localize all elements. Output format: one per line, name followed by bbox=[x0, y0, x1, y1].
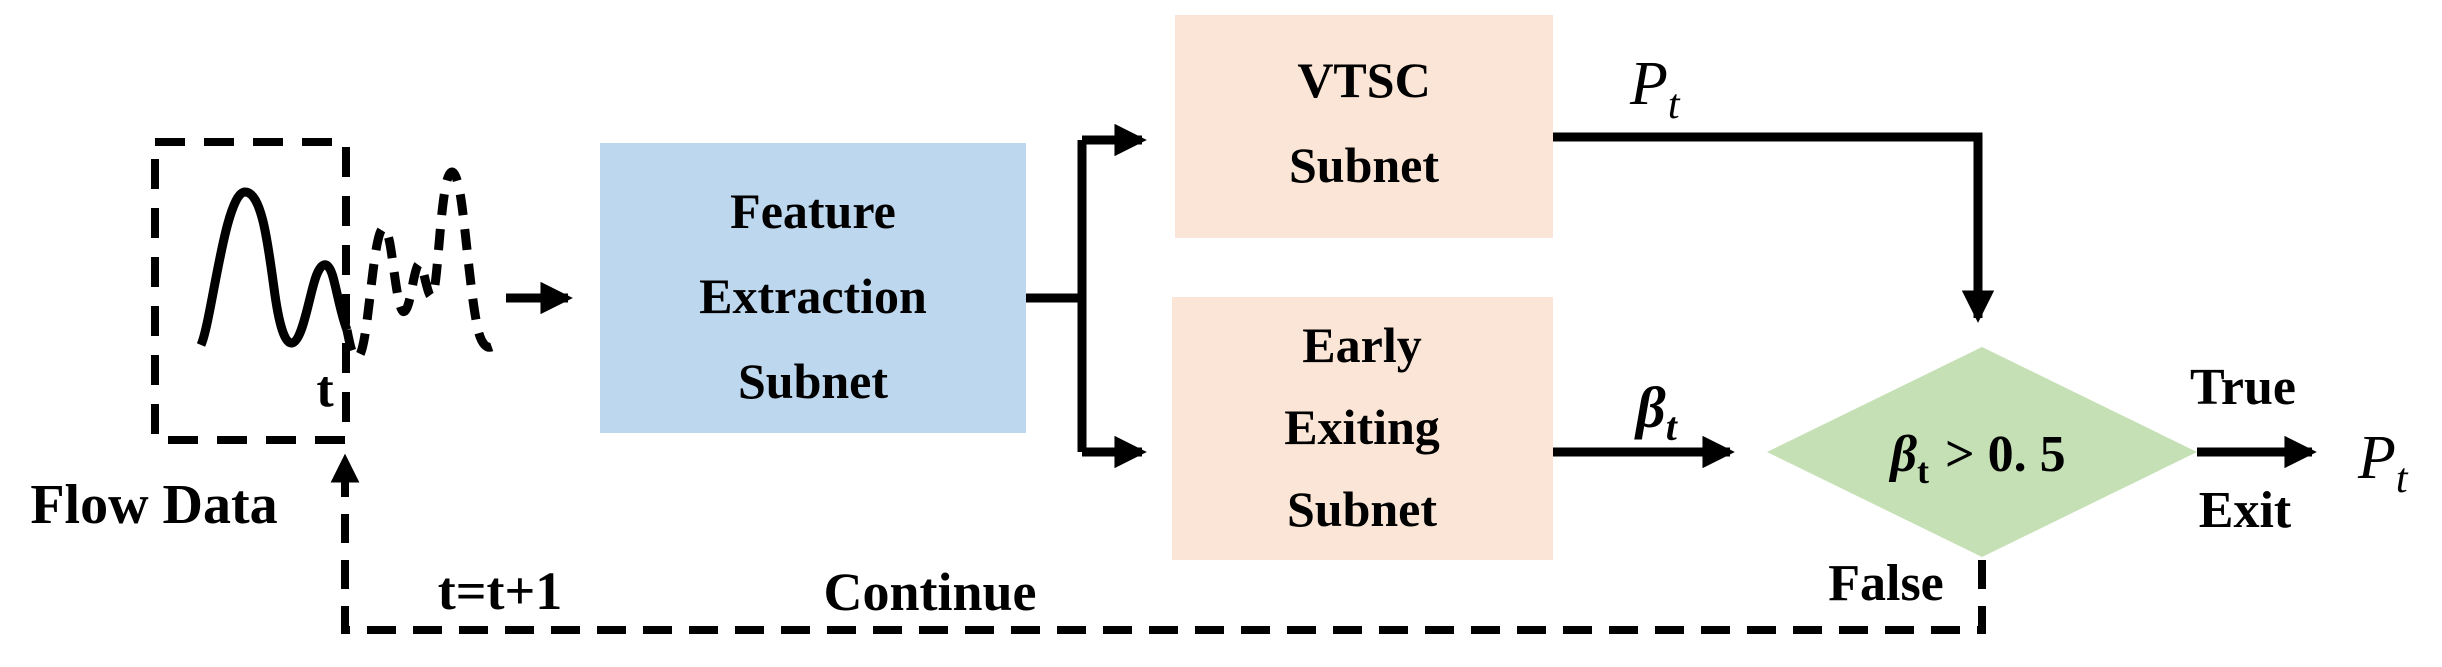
early-exiting-label-line2: Exiting bbox=[1284, 399, 1440, 455]
waveform-dashed-curve bbox=[342, 167, 501, 362]
final-output-label: Pt bbox=[2357, 424, 2409, 502]
loop-continue-label: Continue bbox=[823, 562, 1036, 622]
vtsc-label-line2: Subnet bbox=[1289, 137, 1439, 193]
early-exiting-label-line1: Early bbox=[1302, 317, 1421, 373]
loop-increment-label: t=t+1 bbox=[438, 561, 563, 621]
feature-extraction-label-line3: Subnet bbox=[738, 353, 888, 409]
true-label: True bbox=[2190, 359, 2296, 416]
decision-variable: β bbox=[1888, 426, 1917, 483]
vtsc-label-line1: VTSC bbox=[1297, 52, 1430, 108]
decision-diamond bbox=[1767, 347, 2197, 557]
decision-condition: > 0. 5 bbox=[1945, 426, 2066, 483]
early-exiting-box bbox=[1172, 297, 1553, 560]
flow-data-label: Flow Data bbox=[30, 474, 277, 536]
feature-extraction-label-line1: Feature bbox=[730, 183, 896, 239]
final-output-sub: t bbox=[2396, 456, 2409, 502]
decision-subscript: t bbox=[1917, 451, 1929, 491]
vtsc-box bbox=[1175, 15, 1553, 238]
early-output-sub: t bbox=[1666, 404, 1679, 449]
early-output-main: β bbox=[1634, 375, 1666, 440]
vtsc-output-main: P bbox=[1629, 50, 1668, 118]
vtsc-output-label: Pt bbox=[1629, 50, 1681, 128]
feedback-loop-path bbox=[330, 453, 1986, 634]
early-output-label: βt bbox=[1634, 375, 1679, 449]
false-label: False bbox=[1828, 555, 1944, 612]
waveform-solid-curve bbox=[196, 187, 352, 348]
final-output-main: P bbox=[2357, 424, 2396, 492]
feature-extraction-box bbox=[600, 143, 1026, 433]
early-exiting-label-line3: Subnet bbox=[1287, 481, 1437, 537]
exit-label: Exit bbox=[2199, 482, 2292, 539]
vtsc-output-sub: t bbox=[1668, 82, 1681, 128]
time-window-label: t bbox=[316, 361, 334, 418]
branch-connector bbox=[1026, 140, 1087, 452]
vtsc-output-arrow bbox=[1553, 132, 1995, 323]
decision-label: βt > 0. 5 bbox=[1888, 426, 2065, 491]
feature-extraction-label-line2: Extraction bbox=[699, 268, 927, 324]
